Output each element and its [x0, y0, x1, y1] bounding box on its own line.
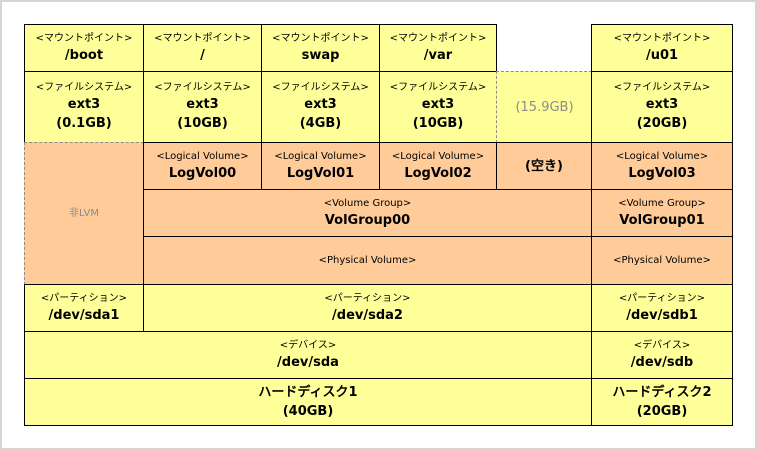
lv-label: <Logical Volume>: [391, 150, 485, 162]
partition-sda1: <パーティション> /dev/sda1: [24, 284, 144, 332]
fs-type: ext3: [67, 97, 101, 112]
lv-label: <Logical Volume>: [156, 150, 249, 162]
non-lvm-area: 非LVM: [24, 142, 144, 285]
mount-swap: <マウントポイント> swap: [261, 24, 380, 72]
mount-u01: <マウントポイント> /u01: [591, 24, 733, 72]
partition-sda2: <パーティション> /dev/sda2: [143, 284, 592, 332]
lv-name: LogVol02: [404, 165, 472, 181]
fs-label: <ファイルシステム>: [154, 82, 251, 93]
mount-label: <マウントポイント>: [272, 32, 369, 44]
device-name: /dev/sda: [277, 354, 339, 370]
fs-root: <ファイルシステム> ext3 (10GB): [143, 71, 262, 143]
disk-name: ハードディスク2: [612, 385, 712, 400]
fs-size: (10GB): [412, 116, 464, 131]
fs-label: <ファイルシステム>: [272, 82, 369, 93]
lv-name: LogVol03: [628, 165, 696, 181]
fs-size: (20GB): [636, 116, 688, 131]
vg-volgroup00: <Volume Group> VolGroup00: [143, 189, 592, 237]
fs-swap: <ファイルシステム> ext3 (4GB): [261, 71, 380, 143]
device-sda: <デバイス> /dev/sda: [24, 331, 592, 379]
lv-name: LogVol00: [168, 165, 237, 181]
lv-logvol01: <Logical Volume> LogVol01: [261, 142, 380, 190]
pv-sda2: <Physical Volume>: [143, 236, 592, 285]
fs-type: ext3: [304, 97, 337, 112]
fs-type: ext3: [421, 97, 455, 112]
lv-label: <Logical Volume>: [615, 150, 709, 162]
disk-size: (40GB): [282, 404, 334, 419]
mount-value: swap: [301, 47, 340, 63]
vg-label: <Volume Group>: [323, 197, 412, 209]
hard-disk-2: ハードディスク2 (20GB): [591, 378, 733, 426]
disk-name: ハードディスク1: [258, 385, 358, 400]
fs-size: (10GB): [177, 116, 228, 131]
partition-label: <パーティション>: [40, 292, 128, 304]
fs-size: (0.1GB): [56, 116, 112, 131]
vg-volgroup01: <Volume Group> VolGroup01: [591, 189, 733, 237]
fs-label: <ファイルシステム>: [389, 82, 487, 93]
mount-root: <マウントポイント> /: [143, 24, 262, 72]
mount-label: <マウントポイント>: [389, 32, 487, 44]
free-lv-label: (空き): [525, 158, 563, 174]
partition-name: /dev/sda1: [48, 307, 120, 323]
lv-logvol03: <Logical Volume> LogVol03: [591, 142, 733, 190]
mount-label: <マウントポイント>: [613, 32, 711, 44]
fs-var: <ファイルシステム> ext3 (10GB): [379, 71, 497, 143]
device-label: <デバイス>: [633, 339, 691, 351]
mount-value: /var: [423, 47, 453, 63]
mount-value: /: [200, 47, 205, 63]
vg-name: VolGroup01: [619, 212, 705, 228]
mount-value: /boot: [64, 47, 104, 63]
mount-value: /u01: [645, 47, 679, 63]
mount-boot: <マウントポイント> /boot: [24, 24, 144, 72]
lv-logvol00: <Logical Volume> LogVol00: [143, 142, 262, 190]
fs-u01: <ファイルシステム> ext3 (20GB): [591, 71, 733, 143]
partition-label: <パーティション>: [324, 292, 411, 304]
fs-label: <ファイルシステム>: [35, 82, 133, 93]
fs-type: ext3: [186, 97, 219, 112]
mount-var: <マウントポイント> /var: [379, 24, 497, 72]
partition-name: /dev/sda2: [332, 307, 403, 323]
pv-label: <Physical Volume>: [613, 254, 711, 266]
hard-disk-1: ハードディスク1 (40GB): [24, 378, 592, 426]
fs-label: <ファイルシステム>: [613, 82, 711, 93]
pv-label: <Physical Volume>: [318, 254, 417, 266]
lv-logvol02: <Logical Volume> LogVol02: [379, 142, 497, 190]
partition-label: <パーティション>: [618, 292, 706, 304]
free-size: (15.9GB): [515, 100, 574, 115]
mount-label: <マウントポイント>: [35, 32, 133, 44]
vg-label: <Volume Group>: [618, 197, 706, 209]
fs-type: ext3: [645, 97, 679, 112]
lv-free: (空き): [496, 142, 592, 190]
fs-free: (15.9GB): [496, 71, 592, 143]
non-lvm-label: 非LVM: [69, 207, 99, 219]
pv-sdb1: <Physical Volume>: [591, 236, 733, 285]
device-label: <デバイス>: [279, 339, 337, 351]
partition-name: /dev/sdb1: [626, 307, 698, 323]
lv-label: <Logical Volume>: [274, 150, 367, 162]
lv-name: LogVol01: [286, 165, 355, 181]
fs-size: (4GB): [299, 116, 342, 131]
device-name: /dev/sdb: [630, 354, 694, 370]
mount-label: <マウントポイント>: [154, 32, 251, 44]
device-sdb: <デバイス> /dev/sdb: [591, 331, 733, 379]
disk-size: (20GB): [636, 404, 688, 419]
partition-sdb1: <パーティション> /dev/sdb1: [591, 284, 733, 332]
vg-name: VolGroup00: [324, 212, 411, 228]
fs-boot: <ファイルシステム> ext3 (0.1GB): [24, 71, 144, 143]
